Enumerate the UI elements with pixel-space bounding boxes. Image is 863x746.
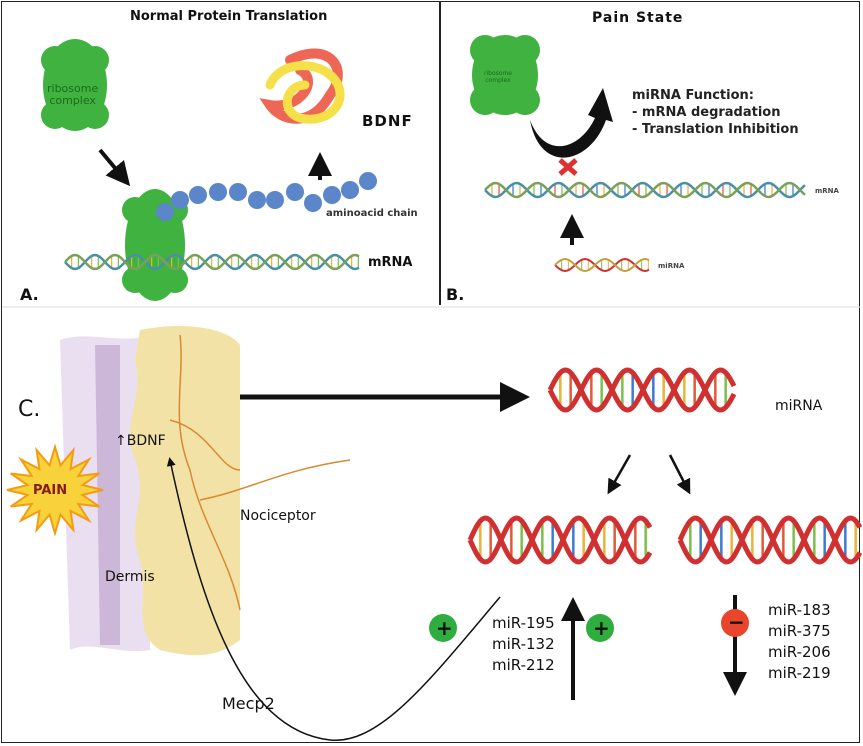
panel-a-label: A. xyxy=(20,285,39,304)
bdnf-up-label: ↑BDNF xyxy=(115,433,166,449)
mecp2-label: Mecp2 xyxy=(222,694,275,713)
mirna-item: miR-183 xyxy=(768,601,831,619)
mirna-function-title: miRNA Function: xyxy=(632,88,754,103)
helix-strand xyxy=(64,253,360,271)
aminoacid-bead xyxy=(209,183,227,201)
skin-illustration xyxy=(60,325,351,656)
curved-arrow-icon xyxy=(530,88,613,158)
mirna-item: miR-132 xyxy=(492,635,555,653)
bdnf-label: BDNF xyxy=(362,112,413,130)
helix-strand xyxy=(484,181,806,199)
helix-strand xyxy=(554,257,650,273)
downregulated-mirna-list: miR-183 miR-375 miR-206 miR-219 xyxy=(768,600,831,684)
mirna-label-b: miRNA xyxy=(658,262,685,270)
aminoacid-bead xyxy=(359,172,377,190)
pain-label: PAIN xyxy=(33,483,68,498)
function-item: - Translation Inhibition xyxy=(632,122,799,137)
helix-strand xyxy=(467,515,653,565)
aminoacid-bead xyxy=(171,191,189,209)
mirna-item: miR-206 xyxy=(768,643,831,661)
mirna-helix xyxy=(554,257,650,273)
aminoacid-bead xyxy=(304,194,322,212)
function-item: - mRNA degradation xyxy=(632,105,781,120)
mirna-function-text: miRNA Function: - mRNA degradation - Tra… xyxy=(632,87,799,138)
mirna-helix-upregulated xyxy=(467,515,653,565)
arrow-right-branch xyxy=(668,454,691,495)
up-arrow-icon: ↑ xyxy=(115,433,127,449)
aminoacid-bead xyxy=(189,186,207,204)
panel-b-label: B. xyxy=(446,285,465,304)
block-x-icon xyxy=(558,158,578,176)
aminoacid-bead xyxy=(341,181,359,199)
aminoacid-chain-label: aminoacid chain xyxy=(326,208,418,219)
panel-c-label: C. xyxy=(18,397,41,422)
aminoacid-bead xyxy=(323,186,341,204)
mirna-label-c: miRNA xyxy=(775,398,823,414)
aminoacid-bead xyxy=(229,183,247,201)
aminoacid-bead xyxy=(248,191,266,209)
mrna-label-a: mRNA xyxy=(368,255,413,270)
mrna-helix xyxy=(64,253,360,271)
mirna-item: miR-212 xyxy=(492,656,555,674)
arrow-to-ribosome xyxy=(98,148,131,187)
plus-badge-right xyxy=(586,614,614,642)
helix-strand xyxy=(64,253,360,271)
arrow-left-branch xyxy=(607,454,632,495)
helix-strand xyxy=(554,257,650,273)
helix-strand xyxy=(547,367,737,413)
mirna-item: miR-375 xyxy=(768,622,831,640)
mirna-item: miR-219 xyxy=(768,664,831,682)
mrna-helix xyxy=(484,181,806,199)
aminoacid-chain xyxy=(156,172,377,221)
feedback-curve-arrow xyxy=(166,457,501,741)
panel-a-title: Normal Protein Translation xyxy=(130,9,328,24)
aminoacid-bead xyxy=(156,203,174,221)
minus-badge xyxy=(721,609,749,637)
aminoacid-bead xyxy=(286,183,304,201)
bdnf-protein-icon xyxy=(259,48,345,124)
pain-starburst-icon xyxy=(6,443,104,537)
plus-sign: + xyxy=(436,616,453,640)
plus-sign: + xyxy=(593,616,610,640)
mrna-label-b: mRNA xyxy=(815,187,839,195)
helix-strand xyxy=(677,515,863,565)
plus-badge-left xyxy=(429,614,457,642)
aminoacid-bead xyxy=(266,191,284,209)
nociceptor-label: Nociceptor xyxy=(240,508,316,524)
minus-sign: − xyxy=(728,610,745,634)
upregulated-mirna-list: miR-195 miR-132 miR-212 xyxy=(492,613,555,676)
mirna-helix-top xyxy=(547,367,737,413)
mirna-helix-downregulated xyxy=(677,515,863,565)
helix-strand xyxy=(484,181,806,199)
ribosome-complex-a xyxy=(41,39,109,131)
dermis-label: Dermis xyxy=(105,569,155,585)
mirna-item: miR-195 xyxy=(492,614,555,632)
panel-b-title: Pain State xyxy=(592,10,684,26)
ribosome-complex-b xyxy=(470,35,540,115)
